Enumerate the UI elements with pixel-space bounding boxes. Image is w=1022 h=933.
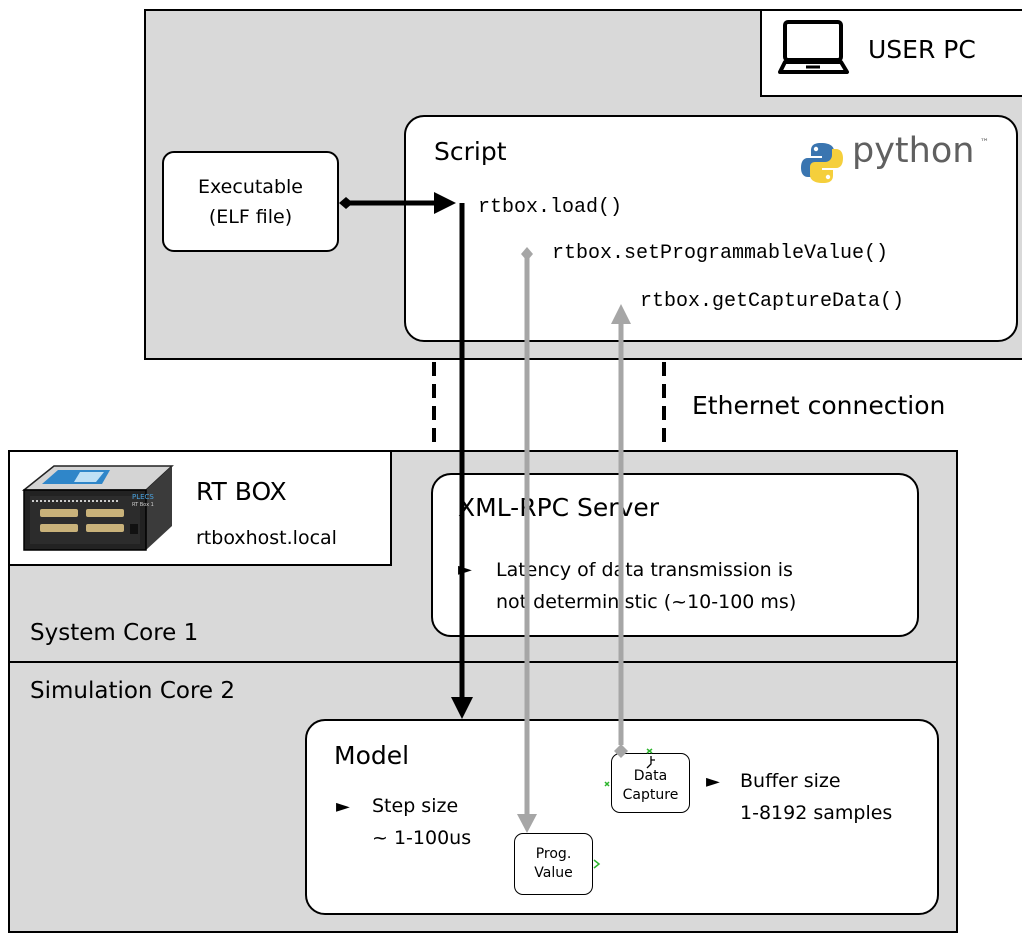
python-logo-icon	[801, 143, 843, 183]
laptop-icon	[778, 20, 849, 74]
capture-arrowhead	[611, 304, 631, 324]
python-logo-text: python	[852, 131, 975, 171]
simulation-core-label: Simulation Core 2	[30, 678, 236, 704]
xml-rpc-server-title: XML-RPC Server	[458, 493, 660, 522]
script-title: Script	[434, 137, 507, 166]
call-load: rtbox.load()	[478, 196, 623, 219]
model-arrowhead	[451, 697, 473, 719]
capture-diamond	[614, 744, 628, 758]
ethernet-label: Ethernet connection	[692, 391, 946, 420]
xml-rpc-server-box	[431, 473, 919, 637]
xml-rpc-bullet-line2: not deterministic (~10-100 ms)	[496, 591, 797, 613]
rt-box-hostname: rtboxhost.local	[196, 527, 337, 549]
executable-line1: Executable	[198, 175, 303, 198]
port-markers	[593, 748, 653, 869]
model-title: Model	[334, 741, 410, 770]
prog-value-block: Prog. Value	[514, 833, 593, 895]
xml-rpc-bullet-line1: Latency of data transmission is	[496, 559, 793, 581]
call-get-capture-data: rtbox.getCaptureData()	[640, 290, 905, 313]
load-arrowhead	[434, 192, 456, 214]
rt-box-device-brand: PLECS	[132, 493, 154, 501]
prog-value-line2: Value	[534, 865, 573, 881]
rt-box-device-icon	[21, 465, 174, 551]
data-capture-line2: Capture	[622, 787, 679, 803]
executable-box: Executable (ELF file)	[162, 151, 339, 252]
set-value-diamond	[521, 247, 533, 261]
buffer-size-line2: 1-8192 samples	[740, 802, 893, 824]
rt-box-title: RT BOX	[196, 477, 287, 506]
step-size-line1: Step size	[372, 795, 459, 817]
call-set-programmable-value: rtbox.setProgrammableValue()	[552, 242, 889, 265]
data-capture-block: Data Capture	[611, 753, 690, 813]
executable-line2: (ELF file)	[208, 205, 293, 228]
model-box	[305, 719, 939, 915]
user-pc-label: USER PC	[868, 35, 976, 64]
prog-value-arrowhead	[517, 814, 537, 833]
prog-value-line1: Prog.	[535, 846, 572, 862]
rt-box-device-model: RT Box 1	[132, 502, 154, 508]
buffer-size-marker: ►	[706, 771, 720, 792]
script-box	[404, 115, 1018, 342]
data-capture-trigger-icon	[646, 756, 655, 769]
data-capture-line1: Data	[633, 768, 668, 784]
buffer-size-line1: Buffer size	[740, 770, 841, 792]
python-tm: ™	[980, 138, 989, 148]
system-core-label: System Core 1	[30, 620, 199, 646]
step-size-marker: ►	[336, 796, 350, 817]
core-divider	[8, 661, 958, 663]
step-size-line2: ~ 1-100us	[372, 827, 472, 849]
executable-connector-diamond	[339, 197, 353, 209]
